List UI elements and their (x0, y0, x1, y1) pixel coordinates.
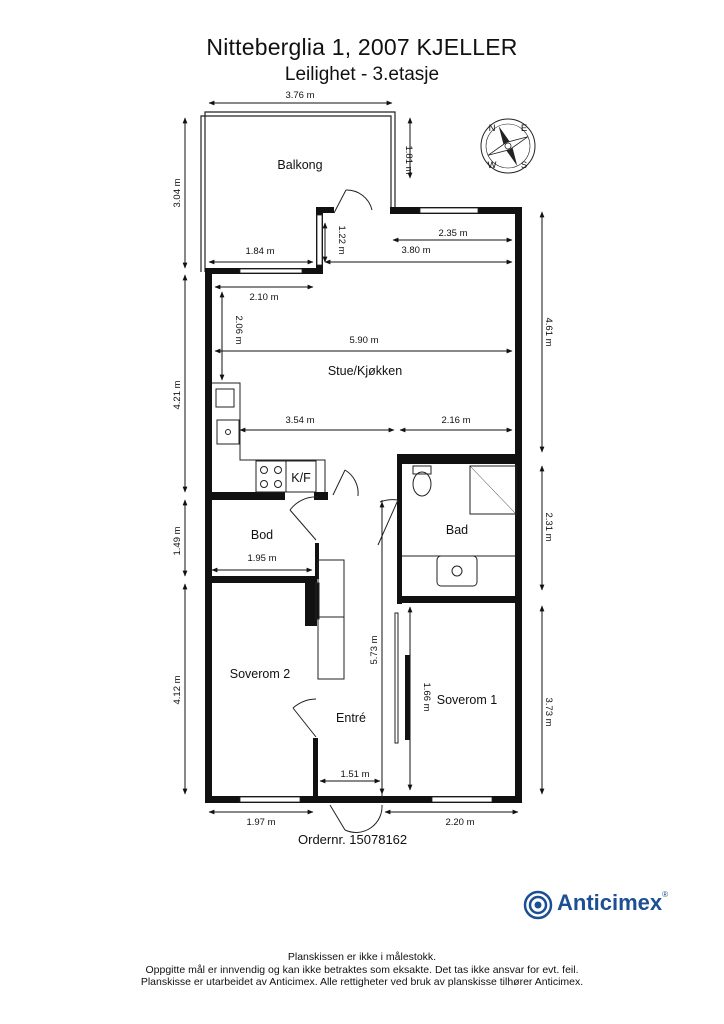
doors (289, 189, 410, 833)
kitchen-counter (212, 382, 326, 493)
room-soverom-2: Soverom 2 (230, 667, 290, 681)
compass-icon: N E S W (480, 118, 536, 174)
order-number: Ordernr. 15078162 (298, 832, 408, 847)
dim-5-90: 5.90 m (349, 335, 378, 346)
room-stue-kjokken: Stue/Kjøkken (328, 364, 402, 378)
room-soverom-1: Soverom 1 (437, 693, 497, 707)
page-subtitle: Leilighet - 3.etasje (284, 64, 440, 85)
compass-letter-e: E (521, 123, 527, 134)
dim-3-73: 3.73 m (543, 697, 554, 726)
dim-1-84: 1.84 m (245, 246, 274, 257)
bathroom-fixtures (402, 465, 517, 587)
room-labels: Balkong Stue/Kjøkken K/F Bod Bad Soverom… (230, 158, 497, 725)
dim-4-12: 4.12 m (172, 675, 183, 704)
dim-1-95: 1.95 m (247, 553, 276, 564)
dim-1-49: 1.49 m (172, 526, 183, 555)
dim-2-20: 2.20 m (445, 817, 474, 828)
room-balkong: Balkong (277, 158, 322, 172)
dim-2-16: 2.16 m (441, 415, 470, 426)
dim-2-31: 2.31 m (543, 512, 554, 541)
dim-balcony-height: 3.04 m (172, 178, 183, 207)
dim-3-54: 3.54 m (285, 415, 314, 426)
interior-walls (205, 454, 522, 798)
brand-name-text: Anticimex (557, 890, 663, 915)
dim-3-80: 3.80 m (401, 245, 430, 256)
compass-letter-w: W (488, 160, 497, 171)
disclaimer-line-1: Planskissen er ikke i målestokk. (287, 951, 437, 963)
dim-1-22: 1.22 m (336, 225, 347, 254)
dim-2-35: 2.35 m (438, 228, 467, 239)
entre-storage (315, 559, 345, 680)
room-bod: Bod (251, 528, 273, 542)
dim-1-97: 1.97 m (246, 817, 275, 828)
compass-letter-s: S (521, 160, 527, 171)
dimension-lines (182, 100, 545, 815)
dim-2-06: 2.06 m (233, 315, 244, 344)
anticimex-logo-icon (523, 890, 553, 920)
page-title: Nitteberglia 1, 2007 KJELLER (206, 34, 518, 60)
room-bad: Bad (446, 523, 468, 537)
brand-registered-mark: ® (662, 890, 669, 899)
dim-2-10: 2.10 m (249, 292, 278, 303)
dim-4-21: 4.21 m (172, 380, 183, 409)
dim-1-66: 1.66 m (421, 682, 432, 711)
disclaimer: Planskissen er ikke i målestokk. Oppgitt… (0, 951, 724, 989)
brand-name: Anticimex® (557, 890, 668, 916)
disclaimer-line-2: Oppgitte mål er innvendig og kan ikke be… (145, 963, 579, 976)
dim-4-61: 4.61 m (543, 317, 554, 346)
dim-balcony-depth: 1.81 m (403, 145, 414, 174)
dimension-labels: 3.76 m 3.04 m 1.81 m 2.35 m 1.22 m 3.80 … (172, 90, 554, 828)
dim-1-51: 1.51 m (340, 769, 369, 780)
windows (239, 207, 493, 803)
room-kf: K/F (291, 471, 311, 485)
room-entre: Entré (336, 711, 366, 725)
dim-balcony-width: 3.76 m (285, 90, 314, 101)
disclaimer-line-3: Planskisse er utarbeidet av Anticimex. A… (140, 976, 584, 988)
dim-5-73: 5.73 m (369, 635, 380, 664)
compass-letter-n: N (489, 123, 496, 134)
balcony-outline (200, 111, 396, 273)
